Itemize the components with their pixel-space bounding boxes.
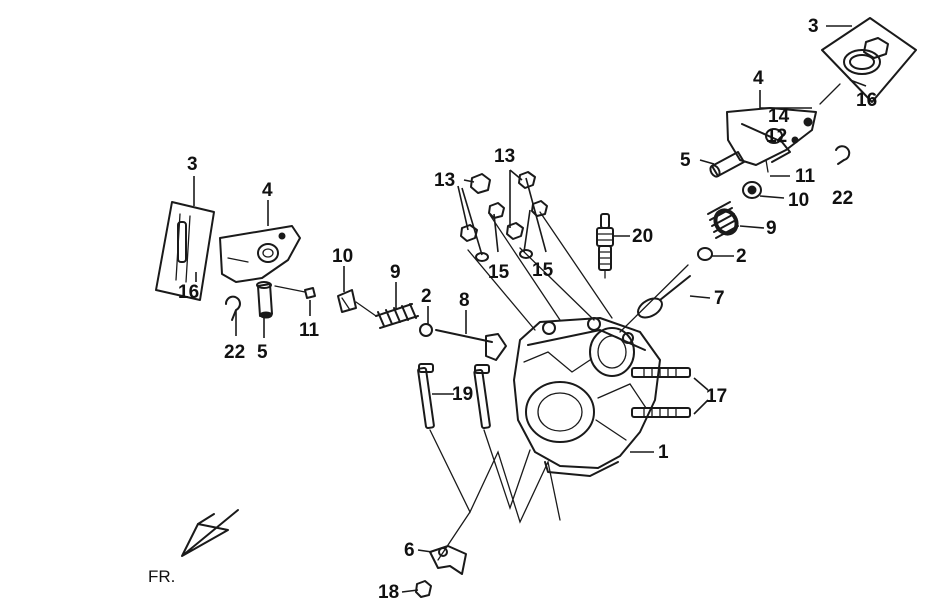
callout-19: 19 <box>452 384 473 405</box>
callout-3-top: 3 <box>808 16 819 37</box>
callout-6: 6 <box>404 540 415 561</box>
callout-2-left: 2 <box>421 286 432 307</box>
callout-11-top: 11 <box>795 166 816 187</box>
callout-4-left: 4 <box>262 180 273 201</box>
callout-15-a: 15 <box>488 262 510 283</box>
long-bolts <box>417 363 491 430</box>
callout-8: 8 <box>459 290 470 311</box>
callout-13-b: 13 <box>494 146 515 167</box>
callout-1: 1 <box>658 442 669 463</box>
right-valve-train <box>637 17 917 319</box>
callout-2-top: 2 <box>736 246 747 267</box>
callout-22-left: 22 <box>224 342 245 363</box>
callout-5-left: 5 <box>257 342 268 363</box>
callout-10-top: 10 <box>788 190 809 211</box>
callout-20: 20 <box>632 226 653 247</box>
leader-lines <box>193 25 867 593</box>
callout-11-left: 11 <box>299 320 320 341</box>
cap-nuts <box>460 171 548 262</box>
callout-22-top: 22 <box>832 188 853 209</box>
callout-3-left: 3 <box>187 154 198 175</box>
callout-12: 12 <box>766 126 787 147</box>
assembly-lines <box>429 211 689 561</box>
spark-plug <box>596 213 614 279</box>
callout-14: 14 <box>768 106 790 127</box>
front-direction-label: FR. <box>148 567 175 586</box>
bracket-and-bolt <box>415 545 467 598</box>
callout-7: 7 <box>714 288 725 309</box>
stud-bolts <box>631 367 691 418</box>
callout-15-b: 15 <box>532 260 554 281</box>
left-valve-train <box>155 201 507 361</box>
callout-9-left: 9 <box>390 262 401 283</box>
callout-13-a: 13 <box>434 170 455 191</box>
callout-10-left: 10 <box>332 246 353 267</box>
callout-18: 18 <box>378 582 399 603</box>
front-direction-marker: FR. <box>148 509 239 586</box>
callout-17: 17 <box>706 386 727 407</box>
callout-16-left: 16 <box>178 282 199 303</box>
callout-labels: 3 4 14 12 16 5 11 22 10 9 2 7 20 13 13 1… <box>178 16 877 603</box>
callout-9-top: 9 <box>766 218 777 239</box>
callout-16-top: 16 <box>856 90 877 111</box>
cylinder-head <box>513 317 661 477</box>
callout-5-top: 5 <box>680 150 691 171</box>
callout-4-top: 4 <box>753 68 764 89</box>
